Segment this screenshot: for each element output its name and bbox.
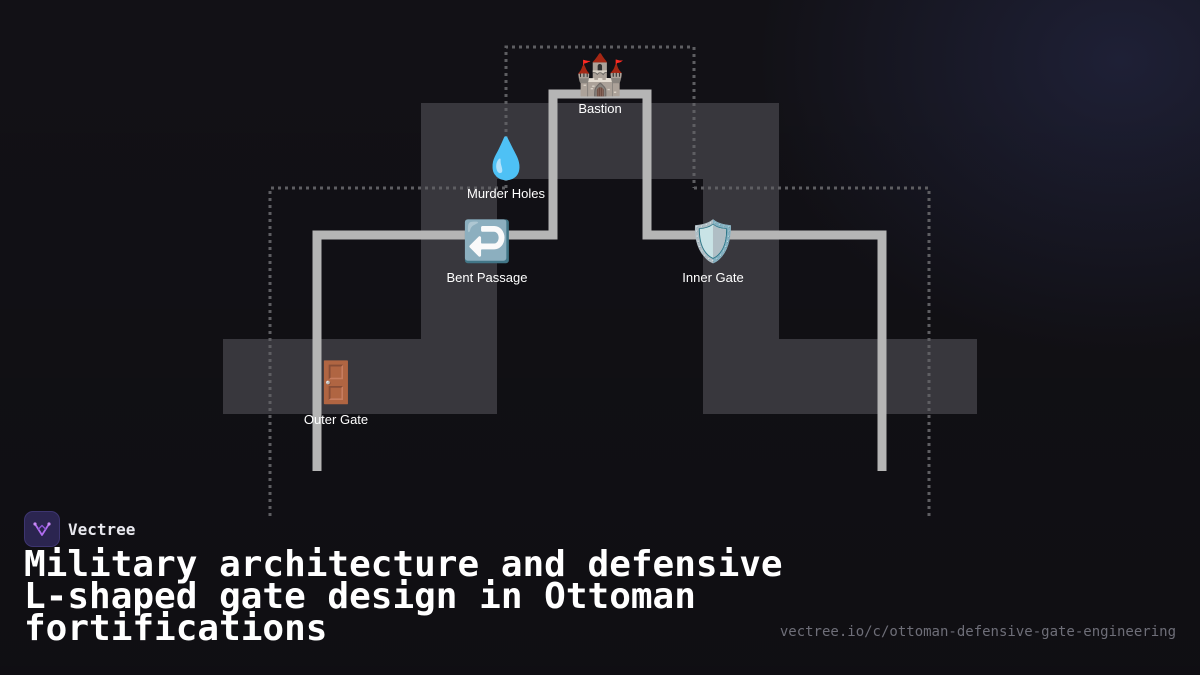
node-bastion: 🏰 Bastion (575, 52, 625, 116)
page-title: Military architecture and defensive L-sh… (24, 544, 783, 649)
droplet-icon: 💧 (481, 135, 531, 182)
gate-path-line (312, 89, 887, 471)
dotted-outline-left (268, 186, 506, 516)
castle-icon: 🏰 (575, 52, 625, 98)
dotted-outlines (268, 45, 931, 516)
brand[interactable]: Vectree (24, 511, 136, 547)
node-outer-gate: 🚪 Outer Gate (304, 359, 368, 427)
node-label-murder-holes: Murder Holes (467, 186, 546, 201)
return-arrow-icon: ↩️ (462, 218, 512, 265)
vectree-logo-icon (24, 511, 60, 547)
node-bent-passage: ↩️ Bent Passage (447, 218, 528, 285)
brand-name: Vectree (68, 519, 136, 539)
node-inner-gate: 🛡️ Inner Gate (682, 218, 743, 285)
node-label-outer-gate: Outer Gate (304, 412, 368, 427)
node-label-inner-gate: Inner Gate (682, 270, 743, 285)
shield-icon: 🛡️ (688, 218, 738, 265)
door-icon: 🚪 (311, 359, 361, 406)
source-url[interactable]: vectree.io/c/ottoman-defensive-gate-engi… (779, 624, 1176, 640)
node-murder-holes: 💧 Murder Holes (467, 135, 546, 201)
wall-block-right-base (703, 339, 977, 414)
node-label-bastion: Bastion (578, 101, 621, 116)
dotted-outline-right (694, 186, 931, 516)
dotted-outline-top (504, 45, 696, 188)
node-label-bent-passage: Bent Passage (447, 270, 528, 285)
wall-block-upper (421, 103, 779, 179)
